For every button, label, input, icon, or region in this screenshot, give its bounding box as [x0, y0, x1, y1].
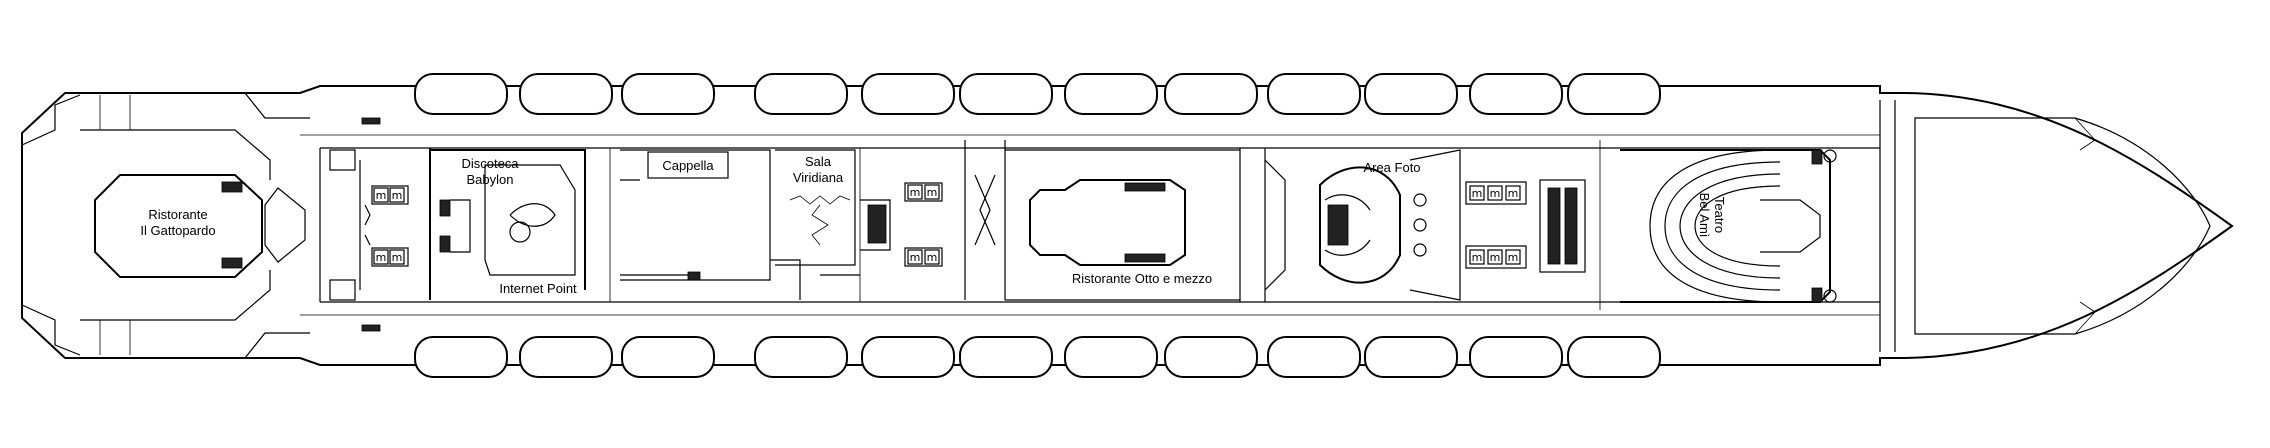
bow-room: [1914, 117, 2211, 335]
elevator-icon: m: [910, 186, 921, 199]
label-sala-1: Sala: [805, 154, 832, 169]
bow-detail-top: [2074, 117, 2096, 151]
elevator-icon: m: [1472, 187, 1483, 200]
label-ristorante-gattopardo-2: Il Gattopardo: [140, 223, 215, 238]
cappella-room: [620, 149, 771, 281]
hull-outline: [21, 85, 2234, 366]
aft-lift-block: [319, 117, 381, 332]
sala-viridiana-room: [770, 149, 860, 300]
label-teatro-2: Bel Amì: [1697, 193, 1712, 238]
elevator-icon: m: [392, 251, 403, 264]
elevator-icon: m: [1490, 251, 1501, 264]
label-ristorante-otto-e-mezzo: Ristorante Otto e mezzo: [1072, 271, 1212, 286]
elevator-icon: m: [1490, 187, 1501, 200]
elevator-icon: m: [1508, 187, 1519, 200]
elevator-icon: m: [910, 251, 921, 264]
lifeboats-bottom: [414, 336, 1661, 378]
teatro-bel-ami-room: [1620, 149, 1837, 303]
stern-details: [21, 92, 310, 359]
discoteca-babylon-room: [429, 148, 586, 300]
label-area-foto: Area Foto: [1363, 160, 1420, 175]
ristorante-otto-e-mezzo-room: [1005, 149, 1240, 301]
gattopardo-annex: [264, 187, 306, 263]
area-foto-room: [1239, 148, 1461, 302]
label-discoteca-2: Babylon: [467, 172, 514, 187]
cross-bulkheads: [609, 140, 1601, 310]
label-sala-2: Viridiana: [793, 170, 844, 185]
label-internet-point: Internet Point: [499, 281, 577, 296]
bow-detail-bottom: [2074, 301, 2096, 335]
label-ristorante-gattopardo-1: Ristorante: [148, 207, 207, 222]
ristorante-gattopardo-room: [94, 174, 263, 278]
elevator-icon: m: [392, 189, 403, 202]
elevator-icon: m: [1508, 251, 1519, 264]
label-discoteca-1: Discoteca: [461, 156, 519, 171]
elevator-icon: m: [376, 189, 387, 202]
gattopardo-stairs: [221, 181, 243, 269]
elevator-icon: m: [927, 186, 938, 199]
label-teatro-1: Teatro: [1712, 197, 1727, 233]
elevator-icon: m: [927, 251, 938, 264]
lifeboats-top: [414, 73, 1661, 115]
elevator-icon: m: [376, 251, 387, 264]
elevator-icon: m: [1472, 251, 1483, 264]
label-cappella: Cappella: [662, 158, 714, 173]
